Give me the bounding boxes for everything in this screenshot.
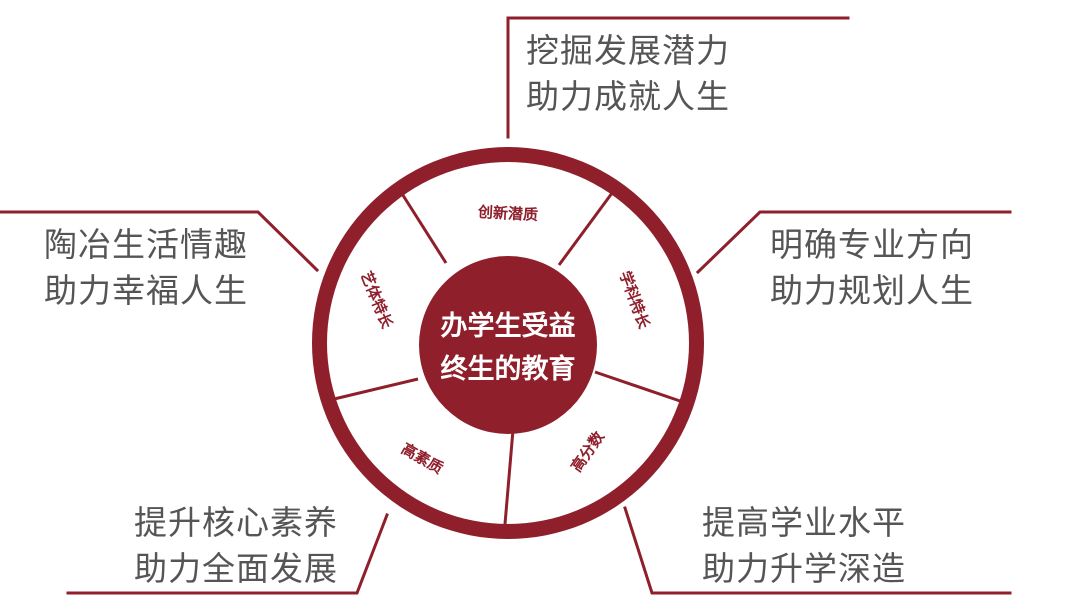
caption-bottom-left-line1: 提升核心素养 [134,503,338,542]
segment-label-innovation: 创新潜质 [477,203,539,224]
caption-left-line2: 助力幸福人生 [44,271,248,310]
divider-3 [594,370,681,403]
caption-top-line1: 挖掘发展潜力 [526,31,730,70]
caption-top: 挖掘发展潜力 助力成就人生 [526,28,730,120]
caption-bottom-right: 提高学业水平 助力升学深造 [702,500,906,592]
connector-bottom-right [623,506,1012,595]
caption-bottom-right-line2: 助力升学深造 [702,549,906,588]
divider-1 [397,188,448,264]
divider-4 [503,429,515,525]
connector-left [0,210,320,273]
connector-right [695,210,1012,275]
caption-left-line1: 陶冶生活情趣 [44,225,248,264]
center-title-line2: 终生的教育 [441,353,576,385]
caption-right-line2: 助力规划人生 [770,271,974,310]
caption-left: 陶冶生活情趣 助力幸福人生 [44,222,248,314]
divider-2 [557,188,617,266]
caption-bottom-right-line1: 提高学业水平 [702,503,906,542]
connector-bottom-left [66,513,389,595]
caption-right-line1: 明确专业方向 [770,225,974,264]
caption-bottom-left: 提升核心素养 助力全面发展 [134,500,338,592]
caption-right: 明确专业方向 助力规划人生 [770,222,974,314]
center-circle [419,256,597,434]
connector-top [506,16,850,139]
center-title-line1: 办学生受益 [441,310,576,342]
caption-top-line2: 助力成就人生 [526,77,730,116]
caption-bottom-left-line2: 助力全面发展 [134,549,338,588]
divider-5 [329,377,419,402]
